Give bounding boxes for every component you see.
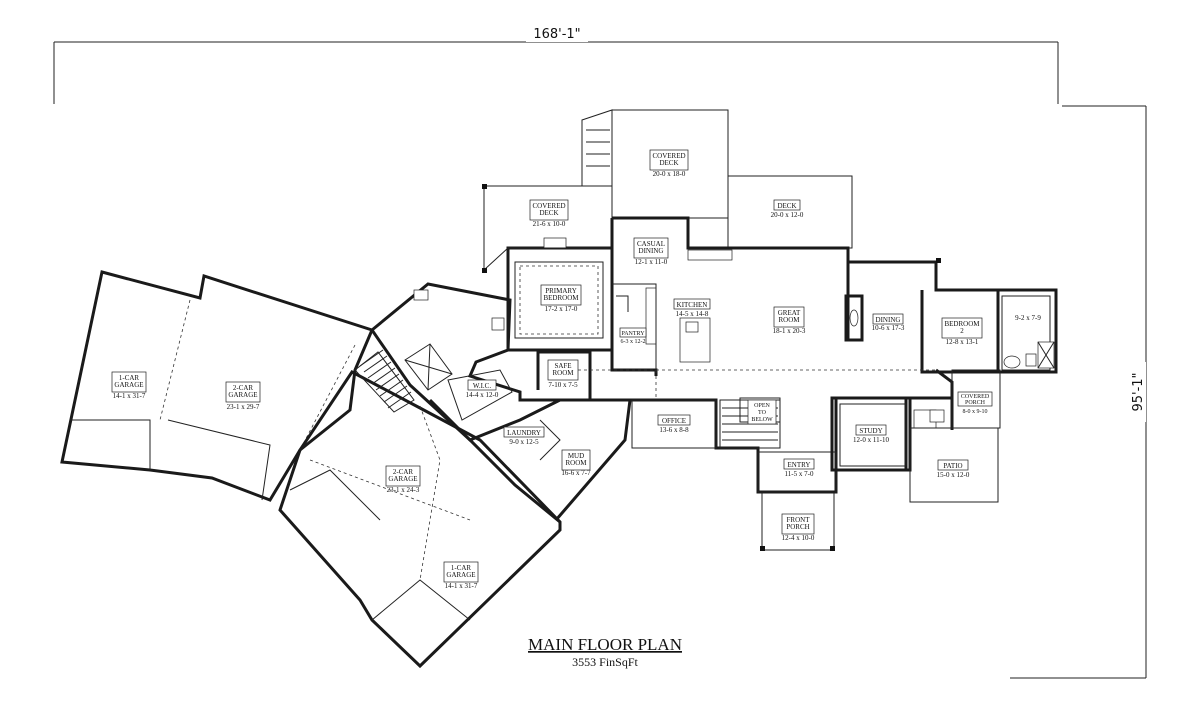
garage-wing	[60, 270, 562, 669]
overall-depth-dimension: 95'-1"	[1131, 372, 1146, 411]
svg-text:12-8 x 13-1: 12-8 x 13-1	[946, 338, 979, 346]
overall-width-dimension: 168'-1"	[533, 27, 580, 42]
svg-text:9-2 x 7-9: 9-2 x 7-9	[1015, 314, 1041, 322]
svg-text:13-6 x 8-8: 13-6 x 8-8	[659, 426, 689, 434]
svg-text:LAUNDRY: LAUNDRY	[507, 429, 541, 437]
svg-text:14-4 x 12-0: 14-4 x 12-0	[466, 391, 499, 399]
label-laundry: LAUNDRY 9-0 x 12-5	[503, 426, 545, 446]
svg-text:15-0 x 12-0: 15-0 x 12-0	[937, 471, 970, 479]
svg-text:14-1 x 31-7: 14-1 x 31-7	[113, 392, 146, 400]
dimension-lines	[53, 41, 1147, 679]
svg-text:23-1 x 24-3: 23-1 x 24-3	[387, 486, 420, 494]
svg-text:DINING: DINING	[876, 316, 901, 324]
svg-text:PATIO: PATIO	[943, 462, 962, 470]
svg-text:OFFICE: OFFICE	[662, 417, 686, 425]
svg-text:17-2 x 17-0: 17-2 x 17-0	[545, 305, 578, 313]
plan-title: MAIN FLOOR PLAN	[528, 635, 682, 654]
svg-text:10-6 x 17-3: 10-6 x 17-3	[872, 324, 905, 332]
svg-text:ENTRY: ENTRY	[788, 461, 811, 469]
svg-text:21-6 x 10-0: 21-6 x 10-0	[533, 220, 566, 228]
label-office: OFFICE 13-6 x 8-8	[657, 414, 691, 434]
svg-text:7-10 x 7-5: 7-10 x 7-5	[548, 381, 578, 389]
label-kitchen: KITCHEN 14-5 x 14-8	[673, 298, 711, 318]
svg-text:STUDY: STUDY	[859, 427, 882, 435]
svg-text:16-6 x 7-7: 16-6 x 7-7	[561, 469, 591, 477]
svg-text:23-1 x 29-7: 23-1 x 29-7	[227, 403, 260, 411]
svg-text:14-1 x 31-7: 14-1 x 31-7	[445, 582, 478, 590]
front-porches	[760, 258, 1001, 551]
svg-text:20-0 x 18-0: 20-0 x 18-0	[653, 170, 686, 178]
svg-text:11-5 x 7-0: 11-5 x 7-0	[785, 470, 814, 478]
label-dining: DINING 10-6 x 17-3	[872, 313, 905, 332]
svg-text:12-4 x 10-0: 12-4 x 10-0	[782, 534, 815, 542]
label-patio: PATIO 15-0 x 12-0	[937, 459, 970, 479]
label-deck: DECK 20-0 x 12-0	[771, 199, 804, 219]
svg-text:PANTRY: PANTRY	[621, 331, 645, 337]
svg-text:14-5 x 14-8: 14-5 x 14-8	[676, 310, 709, 318]
svg-text:KITCHEN: KITCHEN	[677, 301, 708, 309]
label-entry: ENTRY 11-5 x 7-0	[783, 458, 815, 478]
svg-text:12-0 x 11-10: 12-0 x 11-10	[853, 436, 889, 444]
svg-text:20-0 x 12-0: 20-0 x 12-0	[771, 211, 804, 219]
label-wic: W.I.C. 14-4 x 12-0	[466, 379, 499, 399]
svg-text:6-3 x 12-2: 6-3 x 12-2	[621, 339, 646, 345]
label-pantry: PANTRY 6-3 x 12-2	[619, 327, 647, 345]
covered-deck-left	[482, 184, 613, 273]
svg-text:8-0 x 9-10: 8-0 x 9-10	[963, 409, 988, 415]
label-bath-2: 9-2 x 7-9	[1015, 314, 1041, 322]
svg-text:18-1 x 20-3: 18-1 x 20-3	[773, 327, 806, 335]
svg-text:12-1 x 11-0: 12-1 x 11-0	[635, 258, 668, 266]
svg-text:W.I.C.: W.I.C.	[473, 382, 491, 390]
garage-stairs	[354, 349, 415, 413]
svg-text:DECK: DECK	[777, 202, 796, 210]
main-living-core	[554, 216, 1058, 521]
rear-decks	[581, 109, 853, 249]
plan-area: 3553 FinSqFt	[572, 655, 638, 669]
svg-text:9-0 x 12-5: 9-0 x 12-5	[509, 438, 539, 446]
label-study: STUDY 12-0 x 11-10	[853, 424, 889, 444]
